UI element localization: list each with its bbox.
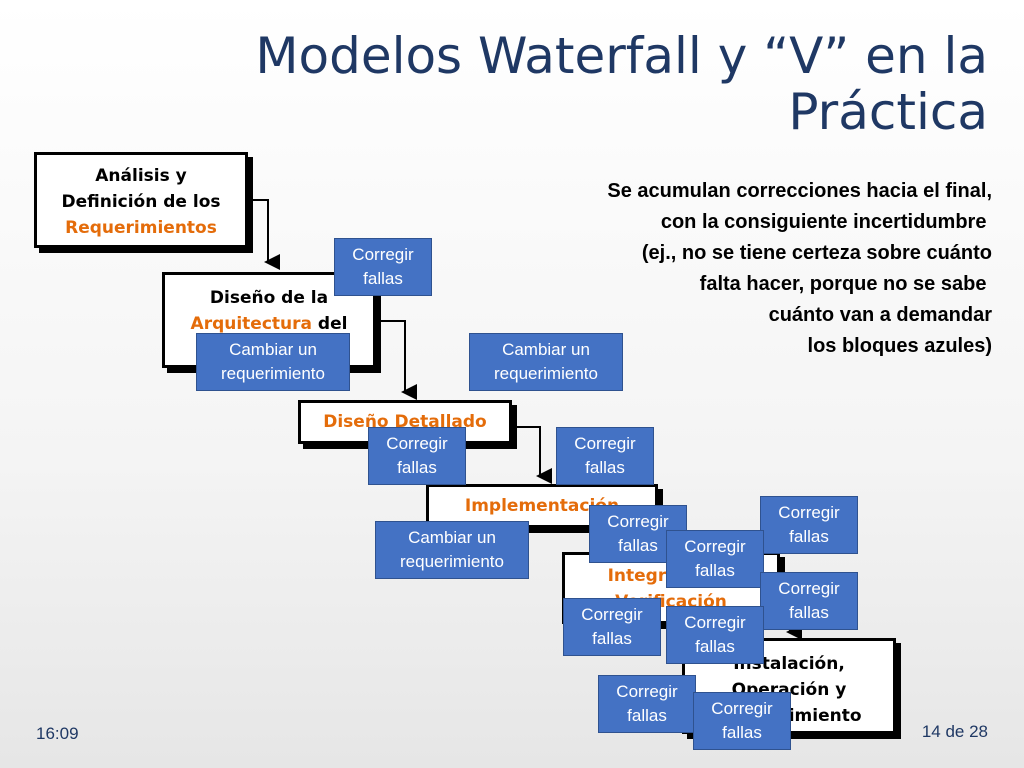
change-requirement-tag-line-2: requerimiento (400, 552, 504, 571)
fix-bugs-tag-line-1: Corregir (574, 434, 636, 453)
fix-bugs-tag-line-2: fallas (695, 561, 735, 580)
note-line: con la consiguiente incertidumbre (660, 211, 992, 233)
uncertainty-note: Se acumulan correcciones hacia el final,… (472, 176, 992, 362)
stage-requirements-line-3: Requerimientos (65, 218, 217, 238)
stage-architecture-suffix: del (312, 314, 348, 334)
fix-bugs-tag-line-2: fallas (585, 458, 625, 477)
change-requirement-tag-line-2: requerimiento (494, 364, 598, 383)
note-line: cuánto van a demandar (768, 304, 992, 326)
change-requirement-tag: Cambiar un requerimiento (375, 521, 529, 579)
fix-bugs-tag: Corregir fallas (368, 427, 466, 485)
stage-requirements-line-1: Análisis y (95, 166, 187, 186)
stage-architecture-line-2: Arquitectura del (165, 311, 373, 337)
fix-bugs-tag: Corregir fallas (563, 598, 661, 656)
fix-bugs-tag-line-1: Corregir (607, 512, 669, 531)
stage-architecture-line-1: Diseño de la (209, 288, 329, 308)
flow-arrow-2 (376, 320, 417, 400)
slide-page-number: 14 de 28 (921, 722, 988, 741)
flow-arrow-1 (248, 199, 280, 270)
stage-detailed-design: Diseño Detallado (298, 400, 512, 444)
slide-time: 16:09 (36, 724, 79, 743)
change-requirement-tag-line-1: Cambiar un (502, 340, 590, 359)
fix-bugs-tag-line-1: Corregir (352, 245, 414, 264)
note-line: Se acumulan correcciones hacia el final, (607, 180, 992, 202)
fix-bugs-tag-line-2: fallas (592, 629, 632, 648)
fix-bugs-tag-line-1: Corregir (616, 682, 678, 701)
fix-bugs-tag-line-1: Corregir (386, 434, 448, 453)
fix-bugs-tag: Corregir fallas (598, 675, 696, 733)
fix-bugs-tag-line-2: fallas (618, 536, 658, 555)
note-line: (ej., no se tiene certeza sobre cuánto (641, 242, 992, 264)
fix-bugs-tag: Corregir fallas (760, 572, 858, 630)
change-requirement-tag: Cambiar un requerimiento (196, 333, 350, 391)
fix-bugs-tag-line-2: fallas (363, 269, 403, 288)
stage-architecture-word: Arquitectura (190, 314, 312, 334)
fix-bugs-tag-line-1: Corregir (778, 579, 840, 598)
fix-bugs-tag-line-1: Corregir (778, 503, 840, 522)
fix-bugs-tag-line-1: Corregir (581, 605, 643, 624)
fix-bugs-tag-line-2: fallas (722, 723, 762, 742)
fix-bugs-tag-line-1: Corregir (684, 537, 746, 556)
note-line: falta hacer, porque no se sabe (699, 273, 992, 295)
fix-bugs-tag-line-2: fallas (397, 458, 437, 477)
change-requirement-tag: Cambiar un requerimiento (469, 333, 623, 391)
change-requirement-tag-line-1: Cambiar un (408, 528, 496, 547)
change-requirement-tag-line-1: Cambiar un (229, 340, 317, 359)
fix-bugs-tag-line-2: fallas (789, 603, 829, 622)
slide-title: Modelos Waterfall y “V” en la Práctica (188, 28, 988, 140)
note-line: los bloques azules) (807, 335, 992, 357)
fix-bugs-tag: Corregir fallas (760, 496, 858, 554)
fix-bugs-tag: Corregir fallas (693, 692, 791, 750)
fix-bugs-tag: Corregir fallas (556, 427, 654, 485)
fix-bugs-tag-line-2: fallas (695, 637, 735, 656)
stage-implementation-line-1: Implementación (464, 496, 620, 516)
flow-arrow-3 (512, 426, 552, 484)
stage-requirements: Análisis y Definición de los Requerimien… (34, 152, 248, 248)
fix-bugs-tag: Corregir fallas (666, 530, 764, 588)
fix-bugs-tag: Corregir fallas (666, 606, 764, 664)
fix-bugs-tag: Corregir fallas (334, 238, 432, 296)
change-requirement-tag-line-2: requerimiento (221, 364, 325, 383)
slide-title-line-1: Modelos Waterfall y “V” en la (255, 27, 988, 85)
fix-bugs-tag-line-2: fallas (789, 527, 829, 546)
stage-requirements-line-2: Definición de los (61, 192, 221, 212)
fix-bugs-tag-line-2: fallas (627, 706, 667, 725)
fix-bugs-tag-line-1: Corregir (684, 613, 746, 632)
fix-bugs-tag-line-1: Corregir (711, 699, 773, 718)
slide-title-line-2: Práctica (788, 83, 988, 141)
